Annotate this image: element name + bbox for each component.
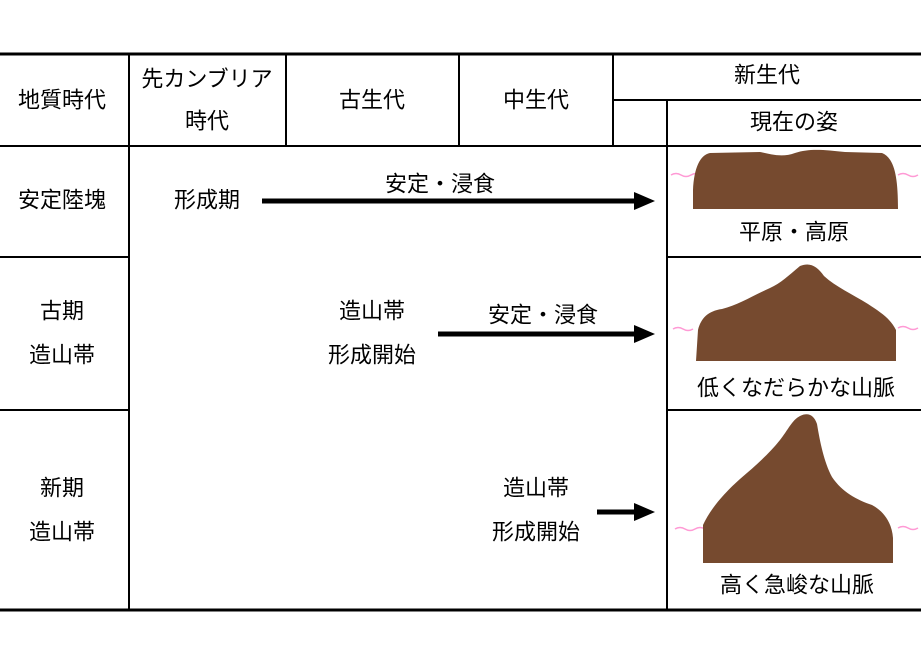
row-new-orogenic-label-line1: 新期 bbox=[40, 477, 84, 502]
row-new-orogenic-label-line2: 造山帯 bbox=[29, 521, 95, 546]
steep-mountain-landform bbox=[703, 414, 893, 563]
table-grid bbox=[0, 52, 921, 612]
result-plain-plateau: 平原・高原 bbox=[739, 221, 849, 246]
header-paleozoic: 古生代 bbox=[339, 89, 405, 114]
row-old-orogenic-label-line2: 造山帯 bbox=[29, 344, 95, 369]
header-geologic-era: 地質時代 bbox=[18, 89, 106, 114]
water-wave-left bbox=[674, 526, 706, 532]
result-steep-mountains: 高く急峻な山脈 bbox=[720, 574, 874, 599]
row1-arrow-label: 安定・浸食 bbox=[385, 173, 495, 198]
plateau-landform bbox=[693, 149, 898, 209]
header-cenozoic: 新生代 bbox=[734, 64, 800, 89]
water-wave-left bbox=[672, 326, 694, 332]
water-wave-right bbox=[897, 525, 919, 531]
gentle-mountain-landform bbox=[696, 264, 896, 361]
row2-arrow bbox=[438, 325, 655, 343]
water-wave-right bbox=[897, 325, 919, 331]
row1-formation-period: 形成期 bbox=[174, 189, 240, 214]
row-old-orogenic-label-line1: 古期 bbox=[40, 300, 84, 325]
gentle-mountains-illustration bbox=[672, 264, 919, 361]
header-precambrian-line1: 先カンブリア bbox=[141, 68, 272, 93]
water-wave-right bbox=[897, 172, 919, 178]
row1-arrow bbox=[262, 192, 655, 210]
header-present-form: 現在の姿 bbox=[750, 111, 838, 136]
row2-arrow-label: 安定・浸食 bbox=[488, 304, 598, 329]
header-precambrian-line2: 時代 bbox=[185, 110, 229, 135]
row-stable-landmass-label: 安定陸塊 bbox=[18, 189, 106, 214]
row3-process-line2: 形成開始 bbox=[492, 521, 580, 546]
header-mesozoic: 中生代 bbox=[503, 89, 569, 114]
row3-arrow bbox=[597, 503, 655, 521]
row3-process-line1: 造山帯 bbox=[503, 477, 569, 502]
row2-process-line1: 造山帯 bbox=[339, 300, 405, 325]
row2-process-line2: 形成開始 bbox=[328, 344, 416, 369]
result-gentle-mountains: 低くなだらかな山脈 bbox=[697, 377, 895, 402]
steep-mountains-illustration bbox=[674, 414, 919, 563]
plain-plateau-illustration bbox=[670, 149, 919, 209]
